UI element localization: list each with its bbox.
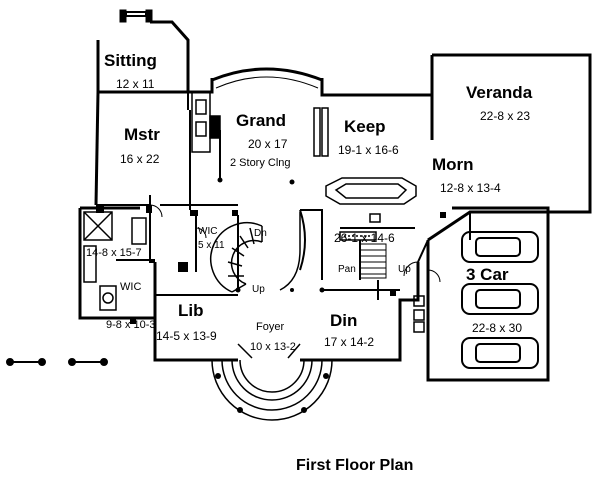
- garage-storage: [413, 295, 425, 333]
- rear-up-label: Up: [398, 264, 411, 275]
- room-morn-dim: 12-8 x 13-4: [440, 181, 501, 195]
- room-wic-main-dim: 9-8 x 10-3: [106, 319, 156, 331]
- exterior-walls: [78, 20, 592, 382]
- room-wic-small-name: WIC: [198, 226, 217, 237]
- grand-columns: [217, 177, 325, 293]
- room-veranda-name: Veranda: [466, 83, 533, 102]
- keep-shelves: [313, 107, 329, 157]
- room-master-dim: 16 x 22: [120, 152, 160, 166]
- room-keep-name: Keep: [344, 117, 386, 136]
- room-grand-dim: 20 x 17: [248, 137, 288, 151]
- portico-columns: [215, 373, 329, 413]
- garage-cars: [461, 231, 539, 369]
- master-fixtures: [191, 91, 221, 153]
- room-foyer-dim: 10 x 13-2: [250, 341, 296, 353]
- plan-caption: First Floor Plan: [296, 457, 413, 474]
- room-wic-small-dim: 5 x 11: [198, 240, 225, 251]
- front-portico: [211, 343, 333, 421]
- stair-dn-label: Dn: [254, 228, 267, 239]
- room-kitchen-dim: 26-1 x 14-6: [334, 231, 395, 245]
- room-veranda-dim: 22-8 x 23: [480, 109, 530, 123]
- room-foyer-name: Foyer: [256, 321, 284, 333]
- room-morn-name: Morn: [432, 155, 474, 174]
- room-dining-dim: 17 x 14-2: [324, 335, 374, 349]
- room-garage-name: 3 Car: [466, 265, 509, 284]
- room-grand-name: Grand: [236, 111, 286, 130]
- kitchen-counter: [325, 177, 417, 241]
- tower-top: [119, 9, 153, 23]
- room-bath-dim: 14-8 x 15-7: [86, 247, 142, 259]
- room-wic-main-name: WIC: [120, 281, 141, 293]
- room-master-name: Mstr: [124, 125, 160, 144]
- room-keep-dim: 19-1 x 16-6: [338, 143, 399, 157]
- grand-bay: [211, 67, 323, 82]
- wall-accents: [96, 205, 446, 324]
- pantry-label: Pan: [338, 264, 356, 275]
- room-garage-dim: 22-8 x 30: [472, 321, 522, 335]
- room-library-name: Lib: [178, 301, 204, 320]
- door-swings: [149, 204, 441, 283]
- room-library-dim: 14-5 x 13-9: [156, 329, 217, 343]
- room-dining-name: Din: [330, 311, 357, 330]
- room-sitting-name: Sitting: [104, 51, 157, 70]
- spiral-stair: [210, 212, 301, 293]
- rear-stair: [359, 243, 387, 279]
- scale-marks: [6, 358, 108, 366]
- stair-up-label: Up: [252, 284, 265, 295]
- room-sitting-dim: 12 x 11: [116, 77, 155, 91]
- room-grand-note: 2 Story Clng: [230, 157, 291, 169]
